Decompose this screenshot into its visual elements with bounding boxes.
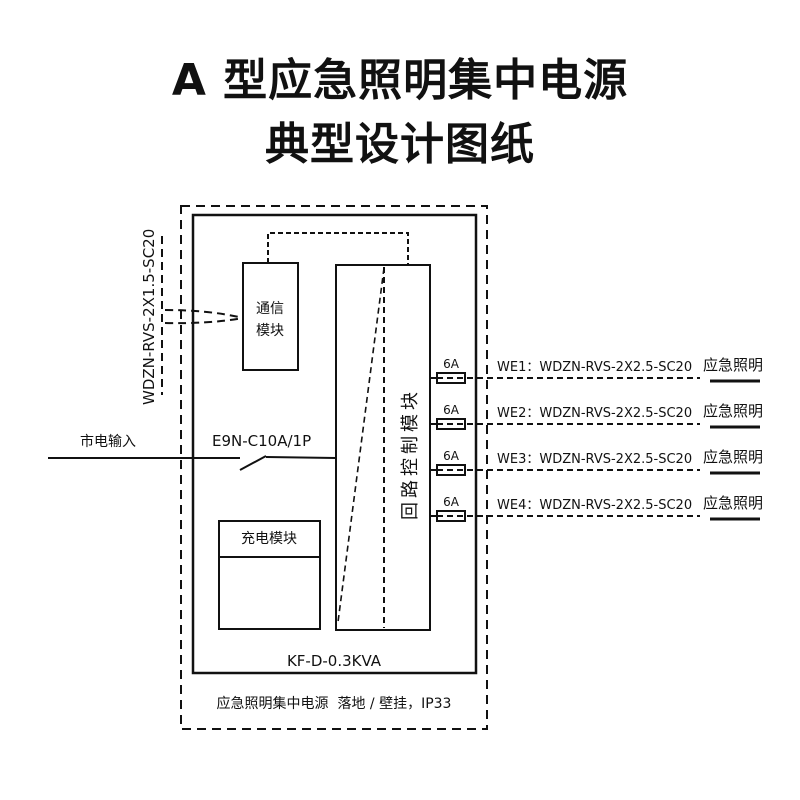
circuit-load: 应急照明 [703, 448, 763, 466]
fuse-rating: 6A [443, 357, 460, 371]
comm-module-box [242, 262, 299, 371]
breaker-label: E9N-C10A/1P [212, 432, 311, 450]
breaker-switch [239, 455, 267, 471]
circuit-4: 6A WE4：WDZN-RVS-2X2.5-SC20 应急照明 [430, 494, 763, 522]
circuit-3: 6A WE3：WDZN-RVS-2X2.5-SC20 应急照明 [430, 448, 763, 476]
cabinet-box [191, 213, 478, 675]
mains-input-label: 市电输入 [80, 433, 136, 450]
fuse-rating: 6A [443, 403, 460, 417]
title-line-1: A 型应急照明集中电源 [171, 55, 629, 106]
comm-bus-line [267, 232, 409, 265]
circuit-load: 应急照明 [703, 356, 763, 374]
circuit-cable: WE4：WDZN-RVS-2X2.5-SC20 [497, 498, 692, 513]
comm-module-label-2: 模块 [256, 323, 284, 339]
comm-cable-label: WDZN-RVS-2X1.5-SC20 [140, 229, 158, 405]
comm-link-upper [164, 309, 244, 319]
circuit-cable: WE1：WDZN-RVS-2X2.5-SC20 [497, 360, 692, 375]
enclosure-outline [180, 205, 488, 730]
circuit-cable: WE3：WDZN-RVS-2X2.5-SC20 [497, 452, 692, 467]
circuit-cable: WE2：WDZN-RVS-2X2.5-SC20 [497, 406, 692, 421]
loop-control-module-label: 回路控制模块 [400, 388, 421, 520]
circuit-1: 6A WE1：WDZN-RVS-2X2.5-SC20 应急照明 [430, 356, 763, 384]
comm-link-lower [164, 317, 244, 325]
fuse-rating: 6A [443, 449, 460, 463]
charge-module-box [218, 520, 321, 630]
fuse-rating: 6A [443, 495, 460, 509]
comm-module-label-1: 通信 [256, 301, 284, 317]
circuit-2: 6A WE2：WDZN-RVS-2X2.5-SC20 应急照明 [430, 402, 763, 430]
circuit-load: 应急照明 [703, 494, 763, 512]
footer-label: 应急照明集中电源 落地 / 壁挂，IP33 [217, 695, 452, 712]
model-label: KF-D-0.3KVA [287, 652, 382, 670]
breaker-to-control-line [265, 456, 337, 459]
charge-module-label: 充电模块 [241, 531, 297, 547]
circuit-load: 应急照明 [703, 402, 763, 420]
title-line-2: 典型设计图纸 [265, 119, 535, 170]
